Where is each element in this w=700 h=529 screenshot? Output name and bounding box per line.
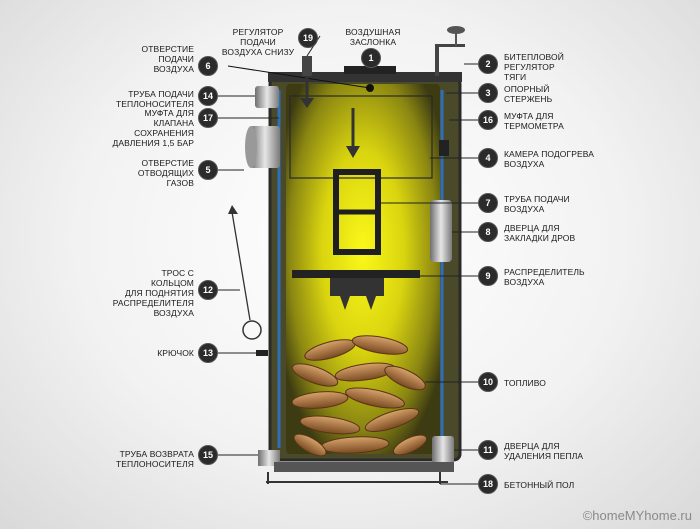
badge-4: 4: [478, 148, 498, 168]
air-distributor: [292, 270, 420, 278]
label-cable-ring: ТРОС С КОЛЬЦОМ ДЛЯ ПОДНЯТИЯ РАСПРЕДЕЛИТЕ…: [112, 268, 194, 318]
label-heat-supply-pipe: ТРУБА ПОДАЧИ ТЕПЛОНОСИТЕЛЯ: [115, 89, 194, 109]
badge-11: 11: [478, 440, 498, 460]
badge-17: 17: [198, 108, 218, 128]
badge-1: 1: [361, 48, 381, 68]
label-thermal-regulator: БИТЕПЛОВОЙ РЕГУЛЯТОР ТЯГИ: [504, 52, 564, 82]
badge-19: 19: [298, 28, 318, 48]
heat-supply-pipe: [255, 86, 279, 108]
label-bottom-air-regulator: РЕГУЛЯТОР ПОДАЧИ ВОЗДУХА СНИЗУ: [221, 27, 295, 57]
label-ash-door: ДВЕРЦА ДЛЯ УДАЛЕНИЯ ПЕПЛА: [504, 441, 584, 461]
badge-18: 18: [478, 474, 498, 494]
label-air-damper: ВОЗДУШНАЯ ЗАСЛОНКА: [345, 27, 401, 47]
badge-12: 12: [198, 280, 218, 300]
watermark: ©homeMYhome.ru: [582, 508, 692, 523]
label-fuel: ТОПЛИВО: [504, 378, 546, 388]
air-heating-chamber: [289, 95, 433, 179]
label-air-heating-chamber: КАМЕРА ПОДОГРЕВА ВОЗДУХА: [504, 149, 595, 169]
combustion-chamber: [286, 84, 440, 454]
label-air-distributor: РАСПРЕДЕЛИТЕЛЬ ВОЗДУХА: [504, 267, 585, 287]
flue-outlet: [250, 126, 280, 168]
badge-10: 10: [478, 372, 498, 392]
label-air-supply-tube: ТРУБА ПОДАЧИ ВОЗДУХА: [504, 194, 570, 214]
badge-14: 14: [198, 86, 218, 106]
firewood: [291, 335, 428, 457]
badge-9: 9: [478, 266, 498, 286]
badge-6: 6: [198, 56, 218, 76]
label-air-inlet: ОТВЕРСТИЕ ПОДАЧИ ВОЗДУХА: [141, 44, 194, 74]
label-flue-outlet: ОТВЕРСТИЕ ОТВОДЯЩИХ ГАЗОВ: [137, 158, 194, 188]
badge-15: 15: [198, 445, 218, 465]
air-damper: [344, 66, 396, 74]
label-concrete-floor: БЕТОННЫЙ ПОЛ: [504, 480, 575, 490]
badge-5: 5: [198, 160, 218, 180]
ash-door: [432, 436, 454, 464]
badge-16: 16: [478, 110, 498, 130]
label-hook: КРЮЧОК: [157, 348, 194, 358]
badge-13: 13: [198, 343, 218, 363]
badge-7: 7: [478, 193, 498, 213]
label-support-rod: ОПОРНЫЙ СТЕРЖЕНЬ: [504, 84, 553, 104]
fuel-loading-door: [430, 200, 452, 262]
label-heat-return-pipe: ТРУБА ВОЗВРАТА ТЕПЛОНОСИТЕЛЯ: [115, 449, 194, 469]
label-pressure-valve-socket: МУФТА ДЛЯ КЛАПАНА СОХРАНЕНИЯ ДАВЛЕНИЯ 1,…: [112, 108, 194, 148]
label-fuel-door: ДВЕРЦА ДЛЯ ЗАКЛАДКИ ДРОВ: [504, 223, 576, 243]
badge-8: 8: [478, 222, 498, 242]
boiler-base: [274, 462, 454, 472]
top-plate: [268, 72, 462, 82]
label-thermometer-socket: МУФТА ДЛЯ ТЕРМОМЕТРА: [504, 111, 564, 131]
badge-3: 3: [478, 83, 498, 103]
badge-2: 2: [478, 54, 498, 74]
